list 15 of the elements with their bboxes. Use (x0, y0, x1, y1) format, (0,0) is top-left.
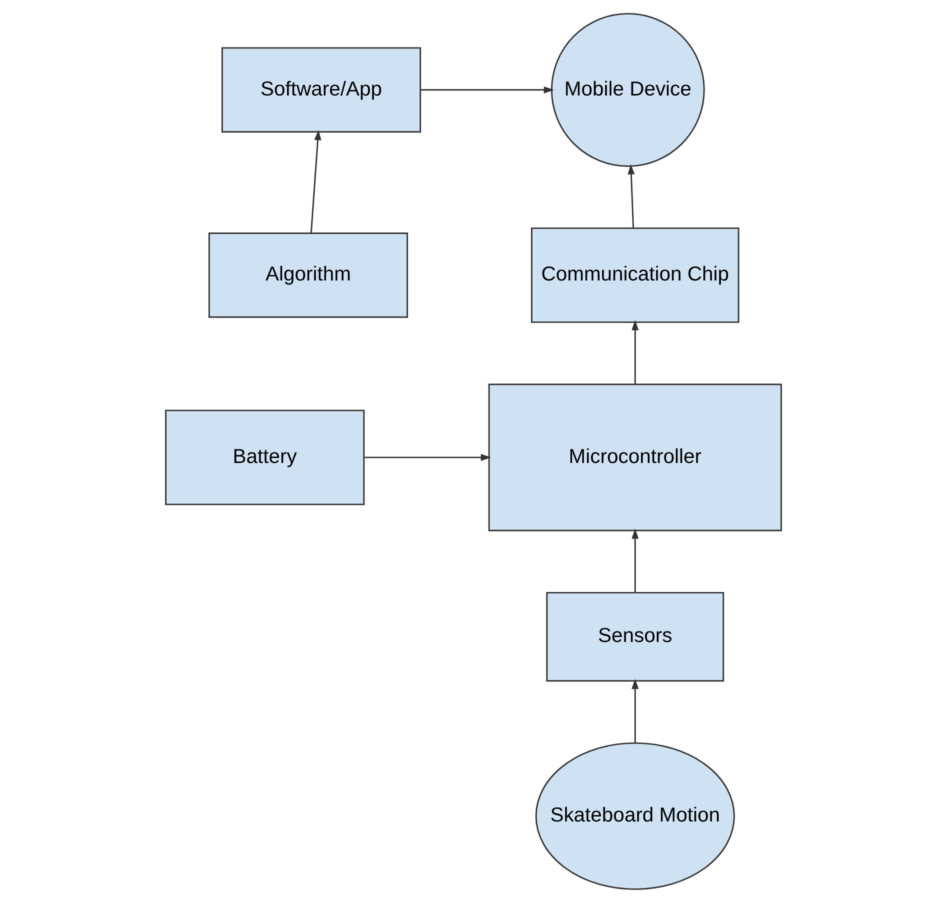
node-circle: Mobile Device (550, 12, 704, 167)
node-ellipse: Skateboard Motion (534, 742, 734, 890)
node-box: Algorithm (208, 232, 408, 318)
node-box: Sensors (546, 592, 724, 682)
arrow (310, 130, 321, 233)
node-box: Battery (164, 410, 364, 506)
node-box: Software/App (220, 47, 421, 133)
arrow (631, 678, 638, 743)
node-box: Microcontroller (488, 384, 782, 532)
arrow (420, 86, 554, 94)
arrow (631, 528, 638, 593)
arrow (364, 454, 490, 461)
arrow (631, 320, 638, 384)
node-box: Communication Chip (530, 227, 739, 323)
arrow (627, 164, 634, 228)
